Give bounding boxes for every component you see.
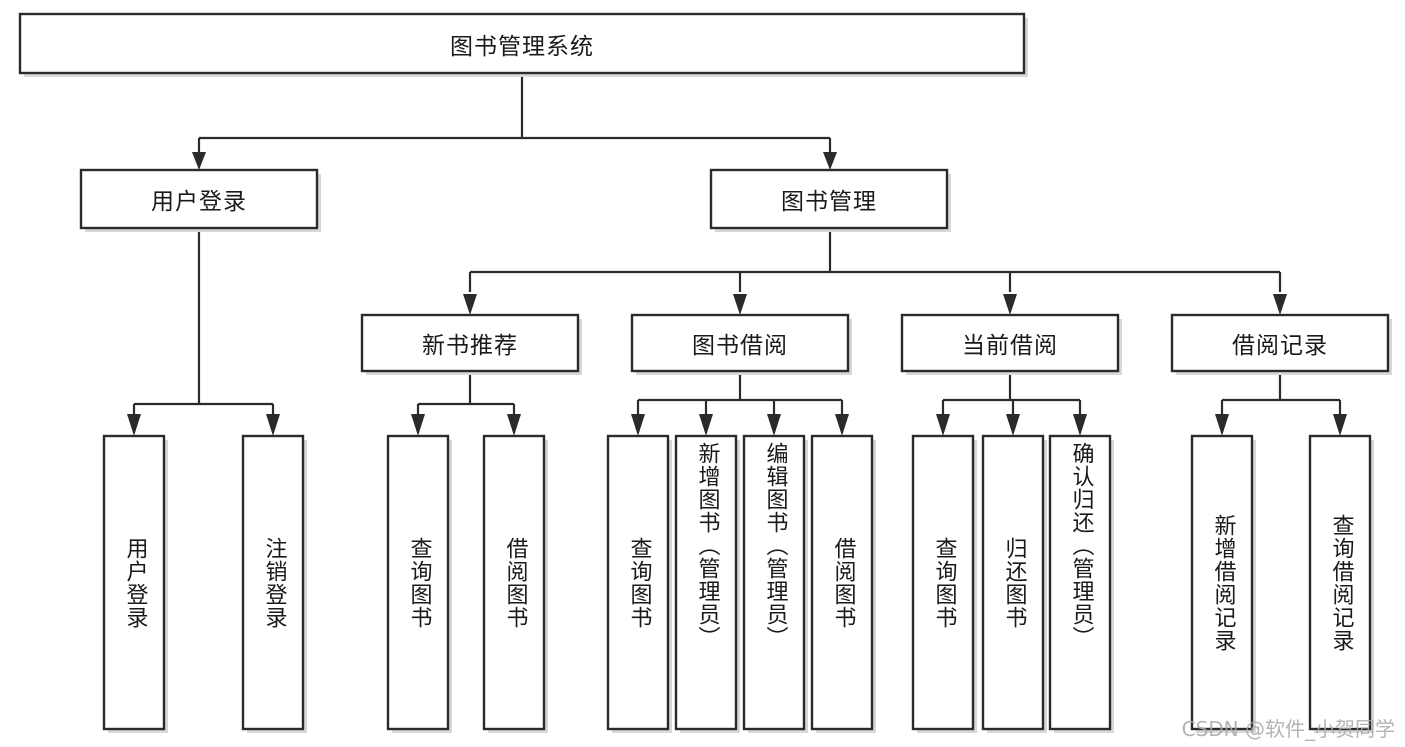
arrow-leaf-add-book — [699, 414, 713, 436]
node-box-leaf-query-book-2[interactable] — [606, 434, 670, 731]
arrow-leaf-edit-book — [767, 414, 781, 436]
node-box-new-book-rec[interactable] — [360, 313, 580, 373]
node-box-leaf-return-book[interactable] — [981, 434, 1045, 731]
arrow-leaf-query-book-3 — [936, 414, 950, 436]
node-box-leaf-confirm-return[interactable] — [1048, 434, 1112, 731]
arrow-to-book-borrow — [733, 294, 747, 315]
edges-layer — [127, 77, 1347, 436]
node-box-root[interactable] — [18, 12, 1026, 75]
arrow-leaf-confirm-return — [1073, 414, 1087, 436]
node-box-user-login[interactable] — [79, 168, 319, 230]
arrow-leaf-user-login — [127, 414, 141, 436]
arrow-to-current-borrow — [1003, 294, 1017, 315]
node-box-leaf-borrow-book-1[interactable] — [482, 434, 546, 731]
arrow-root-to-book-mgmt — [823, 152, 837, 170]
node-box-leaf-user-login[interactable] — [102, 434, 166, 731]
node-box-book-mgmt[interactable] — [709, 168, 949, 230]
node-box-book-borrow[interactable] — [630, 313, 850, 373]
node-box-borrow-record[interactable] — [1170, 313, 1390, 373]
node-box-leaf-add-record[interactable] — [1190, 434, 1254, 731]
node-box-leaf-query-book-3[interactable] — [911, 434, 975, 731]
node-box-current-borrow[interactable] — [900, 313, 1120, 373]
arrow-to-borrow-record — [1273, 294, 1287, 315]
arrow-leaf-logout — [266, 414, 280, 436]
node-box-leaf-query-record[interactable] — [1308, 434, 1372, 731]
node-box-leaf-edit-book[interactable] — [742, 434, 806, 731]
nodes-layer — [18, 12, 1392, 733]
watermark: CSDN @软件_小贺同学 — [1181, 717, 1395, 741]
arrow-root-to-user-login — [192, 152, 206, 170]
node-box-leaf-borrow-book-2[interactable] — [810, 434, 874, 731]
node-box-leaf-logout[interactable] — [241, 434, 305, 731]
arrow-leaf-query-book-2 — [631, 414, 645, 436]
arrow-leaf-query-book-1 — [411, 414, 425, 436]
arrow-to-new-book-rec — [463, 294, 477, 315]
node-box-leaf-add-book[interactable] — [674, 434, 738, 731]
arrow-leaf-add-record — [1215, 414, 1229, 436]
arrow-leaf-borrow-book-1 — [507, 414, 521, 436]
node-box-leaf-query-book-1[interactable] — [386, 434, 450, 731]
arrow-leaf-return-book — [1006, 414, 1020, 436]
arrow-leaf-query-record — [1333, 414, 1347, 436]
arrow-leaf-borrow-book-2 — [835, 414, 849, 436]
